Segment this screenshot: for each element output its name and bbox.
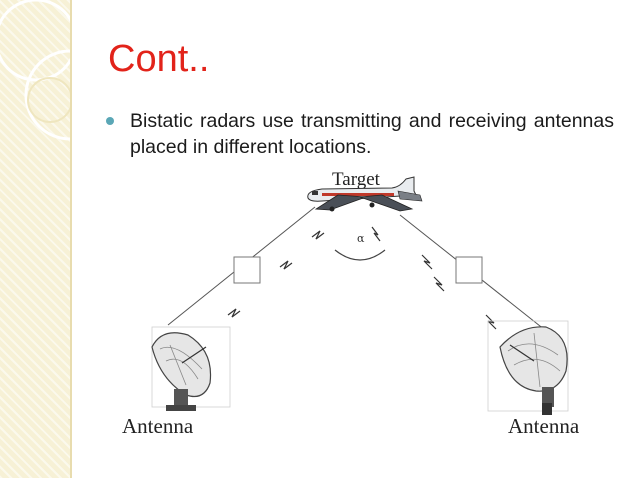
angle-label: α <box>357 232 365 245</box>
left-antenna-icon <box>151 326 231 411</box>
bullet-item: Bistatic radars use transmitting and rec… <box>106 108 614 160</box>
bullet-text: Bistatic radars use transmitting and rec… <box>130 110 614 158</box>
bullet-marker <box>106 117 114 125</box>
decorative-sidebar <box>0 0 72 478</box>
slide-title: Cont.. <box>108 38 210 80</box>
left-antenna-label: Antenna <box>122 414 194 438</box>
bistatic-radar-diagram: α Target Antenna Antenna <box>122 169 580 438</box>
airplane-icon <box>307 176 423 212</box>
signal-waves <box>227 226 497 330</box>
left-signal-box <box>233 256 261 284</box>
target-label: Target <box>332 169 381 190</box>
angle-arc <box>334 249 386 261</box>
right-antenna-icon <box>487 320 569 415</box>
right-signal-box <box>455 256 483 284</box>
right-antenna-label: Antenna <box>508 414 580 438</box>
decorative-circles <box>0 0 72 141</box>
